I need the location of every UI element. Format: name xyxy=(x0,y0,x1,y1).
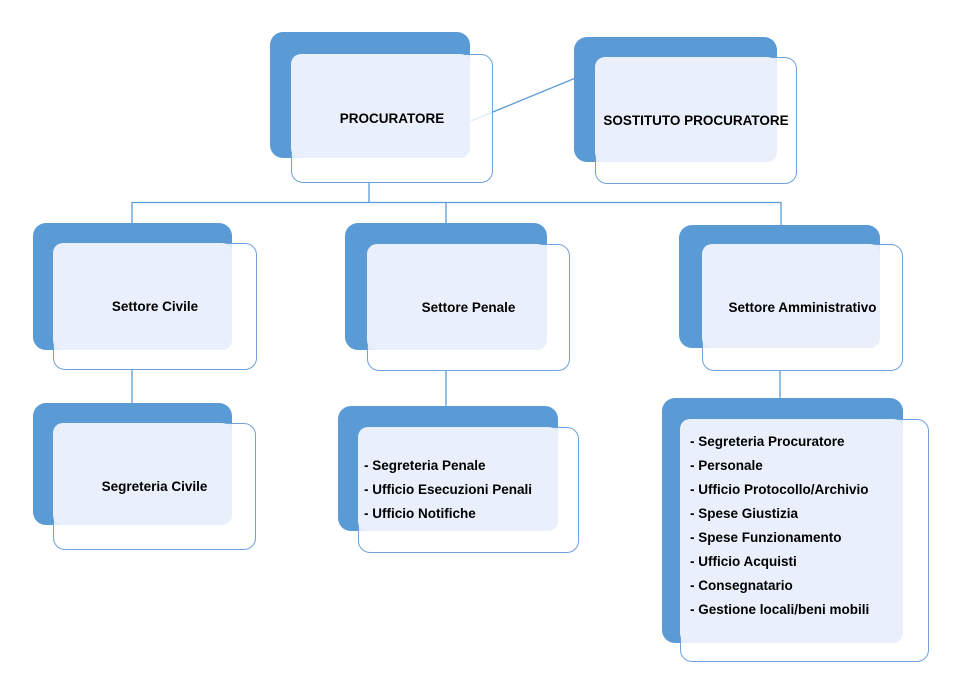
node-fill-shape xyxy=(702,244,880,348)
node-label-procuratore: PROCURATORE xyxy=(339,111,445,126)
node-label-settore-amministrativo: Settore Amministrativo xyxy=(728,300,877,315)
list-item: - Segreteria Procuratore xyxy=(690,434,845,449)
node-label-settore-penale: Settore Penale xyxy=(421,300,516,315)
node-fill-shape xyxy=(595,57,777,162)
node-list-penale-uffici: - Segreteria Penale - Ufficio Esecuzioni… xyxy=(358,427,579,553)
node-list-amministrativo-uffici: - Segreteria Procuratore - Personale - U… xyxy=(680,419,929,662)
list-item: - Gestione locali/beni mobili xyxy=(690,602,870,617)
list-item: - Ufficio Acquisti xyxy=(690,554,797,569)
list-item: - Segreteria Penale xyxy=(364,458,486,473)
node-label-settore-civile: Settore Civile xyxy=(111,299,199,314)
list-item: - Spese Funzionamento xyxy=(690,530,842,545)
node-label-sostituto-procuratore: SOSTITUTO PROCURATORE xyxy=(603,113,789,128)
node-fill-shape xyxy=(680,419,903,643)
list-item: - Ufficio Protocollo/Archivio xyxy=(690,482,869,497)
node-fill-shape xyxy=(53,423,232,525)
node-fill-shape xyxy=(291,54,470,158)
list-item: - Ufficio Notifiche xyxy=(364,506,476,521)
node-label-segreteria-civile: Segreteria Civile xyxy=(101,479,208,494)
list-item: - Personale xyxy=(690,458,763,473)
node-fill-shape xyxy=(367,244,547,350)
node-fill-shape xyxy=(358,427,558,531)
list-item: - Spese Giustizia xyxy=(690,506,799,521)
node-fill-shape xyxy=(53,243,232,350)
list-item: - Ufficio Esecuzioni Penali xyxy=(364,482,533,497)
list-item: - Consegnatario xyxy=(690,578,793,593)
